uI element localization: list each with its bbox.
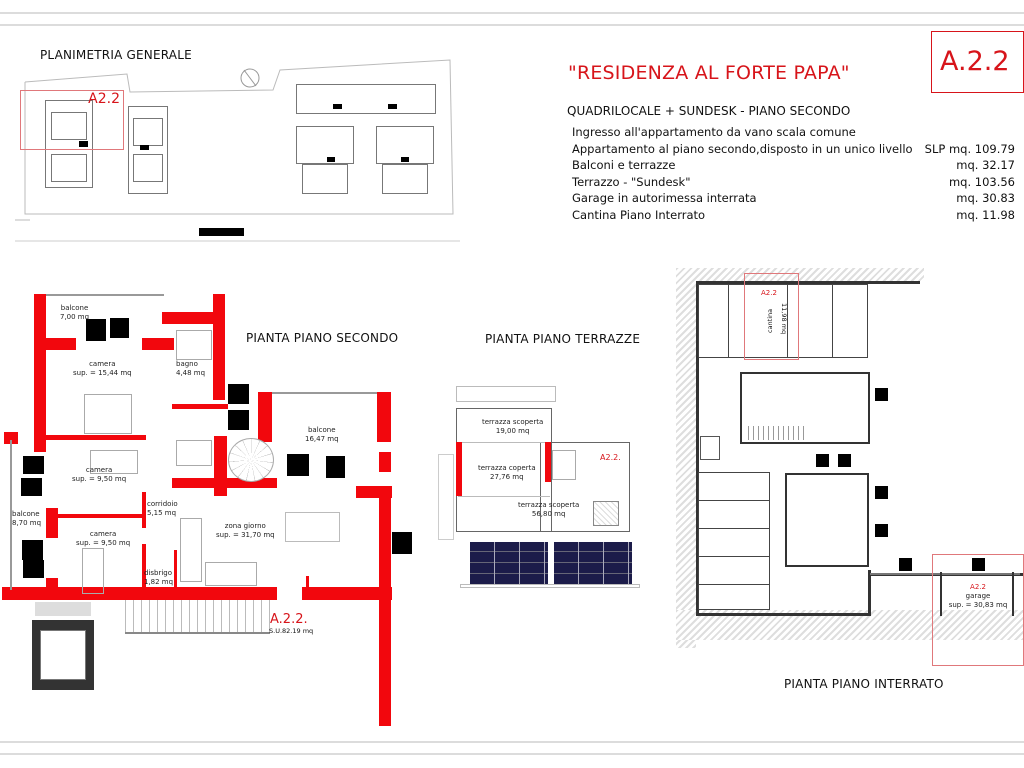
basement-plan: A2.2 cantina 11,98 mq A2.2 garage sup. =… <box>670 260 1024 700</box>
basement-title: PIANTA PIANO INTERRATO <box>784 677 944 691</box>
detail-row: Appartamento al piano secondo,disposto i… <box>572 141 1015 156</box>
site-plan-highlight-label: A2.2 <box>88 91 120 107</box>
common-stair <box>125 600 270 634</box>
detail-row: Terrazzo - "Sundesk"mq. 103.56 <box>572 174 1015 189</box>
terrace-unit-label: A2.2. <box>600 453 621 462</box>
garage-area: sup. = 30,83 mq <box>948 601 1008 609</box>
project-title: "RESIDENZA AL FORTE PAPA" <box>568 62 850 84</box>
unit-code: A.2.2 <box>940 46 1010 77</box>
garage-label: garage <box>965 592 991 600</box>
detail-row: Ingresso all'appartamento da vano scala … <box>572 125 856 139</box>
scale-bar <box>199 228 244 236</box>
garage-highlight: A2.2 garage sup. = 30,83 mq <box>932 554 1024 666</box>
north-arrow-icon <box>241 69 259 87</box>
cantina-unit-label: A2.2 <box>761 289 777 297</box>
hot-tub <box>593 501 619 526</box>
second-floor-unit-label: A.2.2. <box>270 612 308 627</box>
solar-panels <box>470 542 632 584</box>
cantina-area: 11,98 mq <box>780 303 788 335</box>
spiral-stair <box>228 438 274 482</box>
second-floor-title: PIANTA PIANO SECONDO <box>246 331 399 345</box>
elevator-shaft <box>32 620 94 690</box>
second-floor-plan: PIANTA PIANO SECONDO <box>0 290 420 726</box>
bottom-border-line <box>0 741 1024 743</box>
site-plan-title: PLANIMETRIA GENERALE <box>40 48 192 62</box>
top-border-line <box>0 12 1024 14</box>
garage-unit-label: A2.2 <box>970 583 986 591</box>
second-floor-unit-area: S.U.82.19 mq <box>269 627 314 635</box>
basement-stair <box>748 426 808 440</box>
site-plan: PLANIMETRIA GENERALE A2.2 <box>0 30 460 250</box>
unit-code-box: A.2.2 <box>931 31 1024 93</box>
cantina-label: cantina <box>766 308 774 333</box>
bottom-border-line-2 <box>0 753 1024 755</box>
site-plan-highlight-a2-2: A2.2 <box>20 90 124 150</box>
apartment-details: Ingresso all'appartamento da vano scala … <box>572 124 1015 223</box>
site-lot-outline <box>15 59 460 242</box>
apartment-subtitle: QUADRILOCALE + SUNDESK - PIANO SECONDO <box>567 104 851 118</box>
terrace-floor-title: PIANTA PIANO TERRAZZE <box>485 332 641 346</box>
top-border-line-2 <box>0 24 1024 26</box>
cantina-highlight: A2.2 cantina 11,98 mq <box>744 273 799 360</box>
